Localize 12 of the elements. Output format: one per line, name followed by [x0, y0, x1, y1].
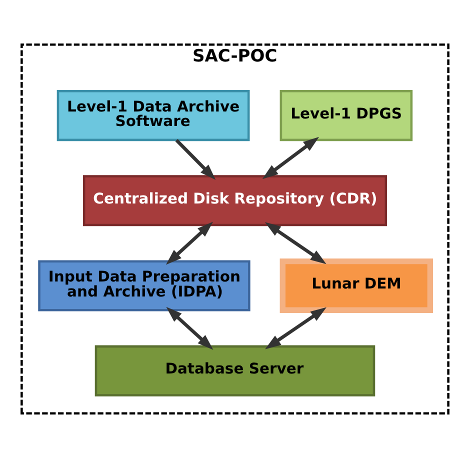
arrow: [265, 306, 327, 349]
arrow: [175, 138, 216, 180]
node-box: Input Data Preparation and Archive (IDPA): [38, 260, 250, 311]
node-box: Level-1 DPGS: [280, 90, 413, 141]
arrow: [262, 136, 320, 179]
node-box: Database Server: [94, 344, 376, 396]
node-box: Centralized Disk Repository (CDR): [82, 174, 388, 226]
arrow: [264, 222, 326, 264]
arrow: [166, 306, 214, 350]
node-box: Level-1 Data Archive Software: [56, 90, 250, 141]
arrow: [166, 221, 214, 264]
node-box: Lunar DEM: [280, 258, 433, 312]
